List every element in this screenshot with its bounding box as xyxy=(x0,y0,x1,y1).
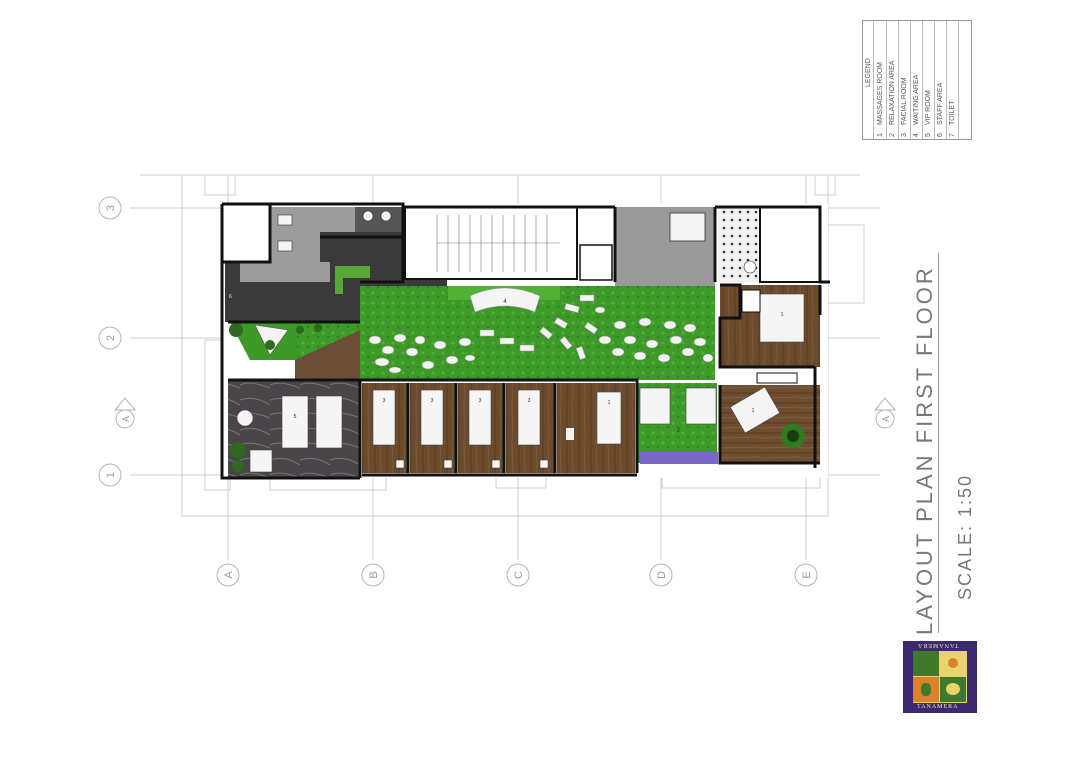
grid-col-label-b: B xyxy=(368,571,380,578)
scale-block: SCALE: 1:50 xyxy=(955,255,975,635)
legend-row: 4 WAITING AREA xyxy=(911,21,923,139)
legend-number: 2 xyxy=(889,133,896,137)
logo-text-bottom: TANAMERA xyxy=(917,704,959,710)
grid-col-label-a: A xyxy=(223,571,235,579)
plan-scale: SCALE: 1:50 xyxy=(955,473,975,600)
legend-label: RELAXATION AREA xyxy=(889,60,896,125)
walls xyxy=(220,202,830,480)
legend-number: 5 xyxy=(925,133,932,137)
legend-label: FACIAL ROOM xyxy=(901,77,908,125)
legend-table: LEGEND 1 MASSAGES ROOM 2 RELAXATION AREA 3 FA… xyxy=(862,20,972,140)
plan-title: LAYOUT PLAN FIRST FLOOR xyxy=(912,265,937,635)
section-marker-left: A xyxy=(121,416,131,422)
room-number-5: 5 xyxy=(294,414,297,420)
legend-row: 3 FACIAL ROOM xyxy=(899,21,911,139)
room-number-1b: 1 xyxy=(781,312,784,318)
legend-label: WAITING AREA xyxy=(913,74,920,125)
room-number-3b: 3 xyxy=(431,398,434,404)
waiting-bench xyxy=(469,287,541,313)
legend-row: 2 RELAXATION AREA xyxy=(887,21,899,139)
legend-number: 1 xyxy=(877,133,884,137)
section-marker-right: A xyxy=(881,416,891,422)
room-number-3a: 3 xyxy=(383,398,386,404)
legend-heading: LEGEND xyxy=(865,58,872,87)
legend-number: 7 xyxy=(949,133,956,137)
legend-heading-cell: LEGEND xyxy=(863,21,874,139)
grid-col-label-c: C xyxy=(513,571,525,579)
room-number-4: 4 xyxy=(503,299,507,305)
room-number-6: 6 xyxy=(229,294,232,300)
grid-col-label-d: D xyxy=(656,571,668,579)
room-number-3c: 3 xyxy=(479,398,482,404)
grid-col-label-e: E xyxy=(801,571,813,578)
grid-row-label-1: 1 xyxy=(105,472,117,478)
legend-row: 6 STAFF AREA xyxy=(935,21,947,139)
grid-row-label-3: 3 xyxy=(105,205,117,211)
legend-row: 5 VIP ROOM xyxy=(923,21,935,139)
room-number-1a: 1 xyxy=(608,400,611,406)
legend-number: 4 xyxy=(913,133,920,137)
logo-text-top: TANAMERA xyxy=(917,642,959,648)
legend-items: 1 MASSAGES ROOM 2 RELAXATION AREA 3 FACIAL RO… xyxy=(875,21,971,139)
legend-number: 6 xyxy=(937,133,944,137)
legend-label: VIP ROOM xyxy=(925,90,932,125)
grid-row-label-2: 2 xyxy=(105,335,117,341)
facial-rooms xyxy=(362,383,554,473)
title-block: LAYOUT PLAN FIRST FLOOR xyxy=(912,255,937,635)
legend-number: 3 xyxy=(901,133,908,137)
legend-label: STAFF AREA xyxy=(937,82,944,125)
title-rule xyxy=(938,253,939,633)
tanamera-logo: TANAMERA TANAMERA xyxy=(903,641,977,713)
grid-bubbles xyxy=(98,196,897,587)
room-number-3d: 3 xyxy=(528,398,531,404)
logo-panel xyxy=(913,651,967,703)
legend-label: TOILET xyxy=(949,100,956,125)
legend-row: 7 TOILET xyxy=(947,21,959,139)
room-number-2: 2 xyxy=(677,428,680,434)
legend-label: MASSAGES ROOM xyxy=(877,61,884,125)
plants xyxy=(229,323,322,472)
legend-row: 1 MASSAGES ROOM xyxy=(875,21,887,139)
stepping-stones xyxy=(368,294,714,374)
room-number-1c: 1 xyxy=(752,408,755,414)
